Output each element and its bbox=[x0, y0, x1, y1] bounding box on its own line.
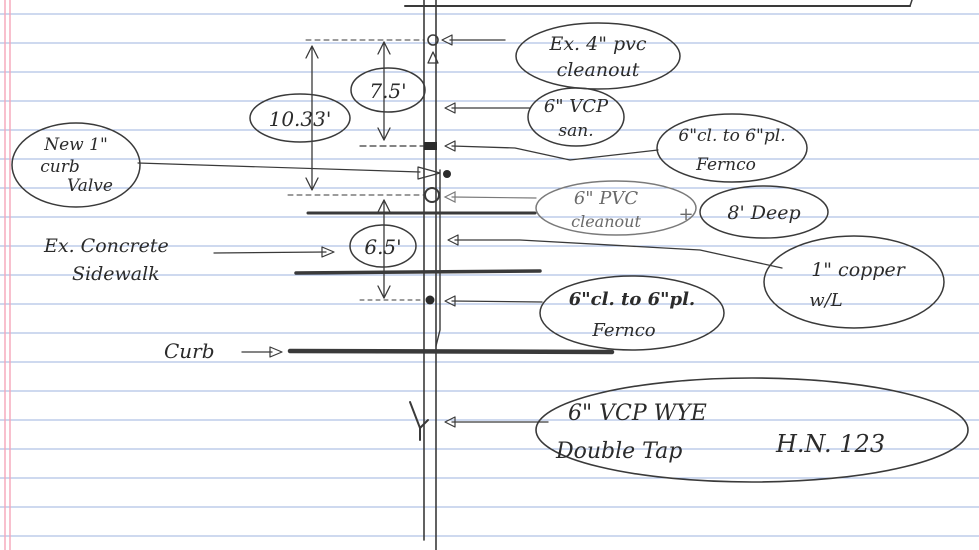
dimension-bubble-10-33 bbox=[249, 93, 351, 143]
fernco-coupling-bottom bbox=[425, 295, 435, 305]
dimension-6-5: 6.5' bbox=[364, 235, 401, 259]
callout-bubble-copper bbox=[763, 235, 945, 329]
curb-line bbox=[287, 348, 615, 355]
sewer-lateral bbox=[423, 0, 437, 550]
callout-fernco-top-line2: Fernco bbox=[695, 155, 756, 175]
margin-lines bbox=[4, 0, 11, 550]
wye-fitting-symbol bbox=[409, 401, 429, 441]
callout-bubble-new-curb-valve bbox=[11, 122, 141, 208]
dimension-arrow-7-5 bbox=[377, 41, 391, 141]
label-curb: Curb bbox=[164, 339, 215, 363]
dimension-bubble-6-5 bbox=[349, 224, 417, 268]
callout-bubble-fernco-bottom bbox=[539, 275, 725, 351]
callout-bubble-ex-cleanout bbox=[515, 22, 681, 90]
callout-vcp-san-line1: 6" VCP bbox=[544, 96, 609, 117]
callout-wye-line1: 6" VCP WYE bbox=[568, 401, 707, 426]
callout-bubble-fernco-top bbox=[656, 113, 808, 183]
callout-bubble-deep bbox=[699, 185, 829, 239]
callout-new-curb-line2: curb bbox=[40, 157, 79, 177]
callout-copper-line1: 1" copper bbox=[811, 259, 907, 281]
callout-fernco-top-line1: 6"cl. to 6"pl. bbox=[678, 126, 785, 146]
callout-ex-cleanout-line2: cleanout bbox=[557, 59, 640, 81]
callout-bubble-wye bbox=[535, 377, 969, 483]
callout-pvc-cleanout-line1: 6" PVC bbox=[574, 188, 639, 209]
callout-wye-line2: Double Tap bbox=[555, 439, 682, 464]
dimension-arrow-10-33 bbox=[305, 45, 319, 191]
callout-copper-line2: w/L bbox=[809, 290, 842, 311]
callout-pvc-cleanout-line2: cleanout bbox=[571, 212, 641, 231]
callout-bubble-pvc-cleanout bbox=[535, 180, 697, 236]
callout-new-curb-line1: New 1" bbox=[43, 135, 108, 155]
fernco-coupling-top bbox=[424, 142, 437, 150]
callout-ex-cleanout-line1: Ex. 4" pvc bbox=[548, 33, 646, 55]
dimension-arrow-6-5 bbox=[377, 199, 391, 299]
callout-fernco-bottom-line1: 6"cl. to 6"pl. bbox=[569, 289, 695, 310]
callout-deep: 8' Deep bbox=[727, 202, 800, 224]
callout-fernco-bottom-line2: Fernco bbox=[591, 320, 655, 341]
ruled-lines bbox=[0, 13, 979, 537]
label-sidewalk-line1: Ex. Concrete bbox=[43, 235, 169, 257]
callout-vcp-san-line2: san. bbox=[558, 121, 593, 141]
callout-plus: + bbox=[678, 204, 693, 225]
dimension-bubble-7-5 bbox=[350, 67, 426, 113]
ex-cleanout-symbol bbox=[427, 34, 439, 46]
callout-bubble-vcp-san bbox=[527, 87, 625, 147]
curb-valve-symbol bbox=[443, 170, 451, 178]
callout-house-number: H.N. 123 bbox=[775, 430, 885, 458]
callout-new-curb-line3: Valve bbox=[67, 176, 113, 196]
pvc-cleanout-symbol bbox=[424, 187, 440, 203]
dimension-7-5: 7.5' bbox=[369, 79, 406, 103]
sidewalk-edge-lower bbox=[294, 269, 542, 275]
label-sidewalk-line2: Sidewalk bbox=[72, 263, 160, 285]
copper-service-line bbox=[435, 169, 441, 347]
dimension-10-33: 10.33' bbox=[269, 107, 332, 131]
dimension-reference-lines bbox=[287, 39, 425, 301]
